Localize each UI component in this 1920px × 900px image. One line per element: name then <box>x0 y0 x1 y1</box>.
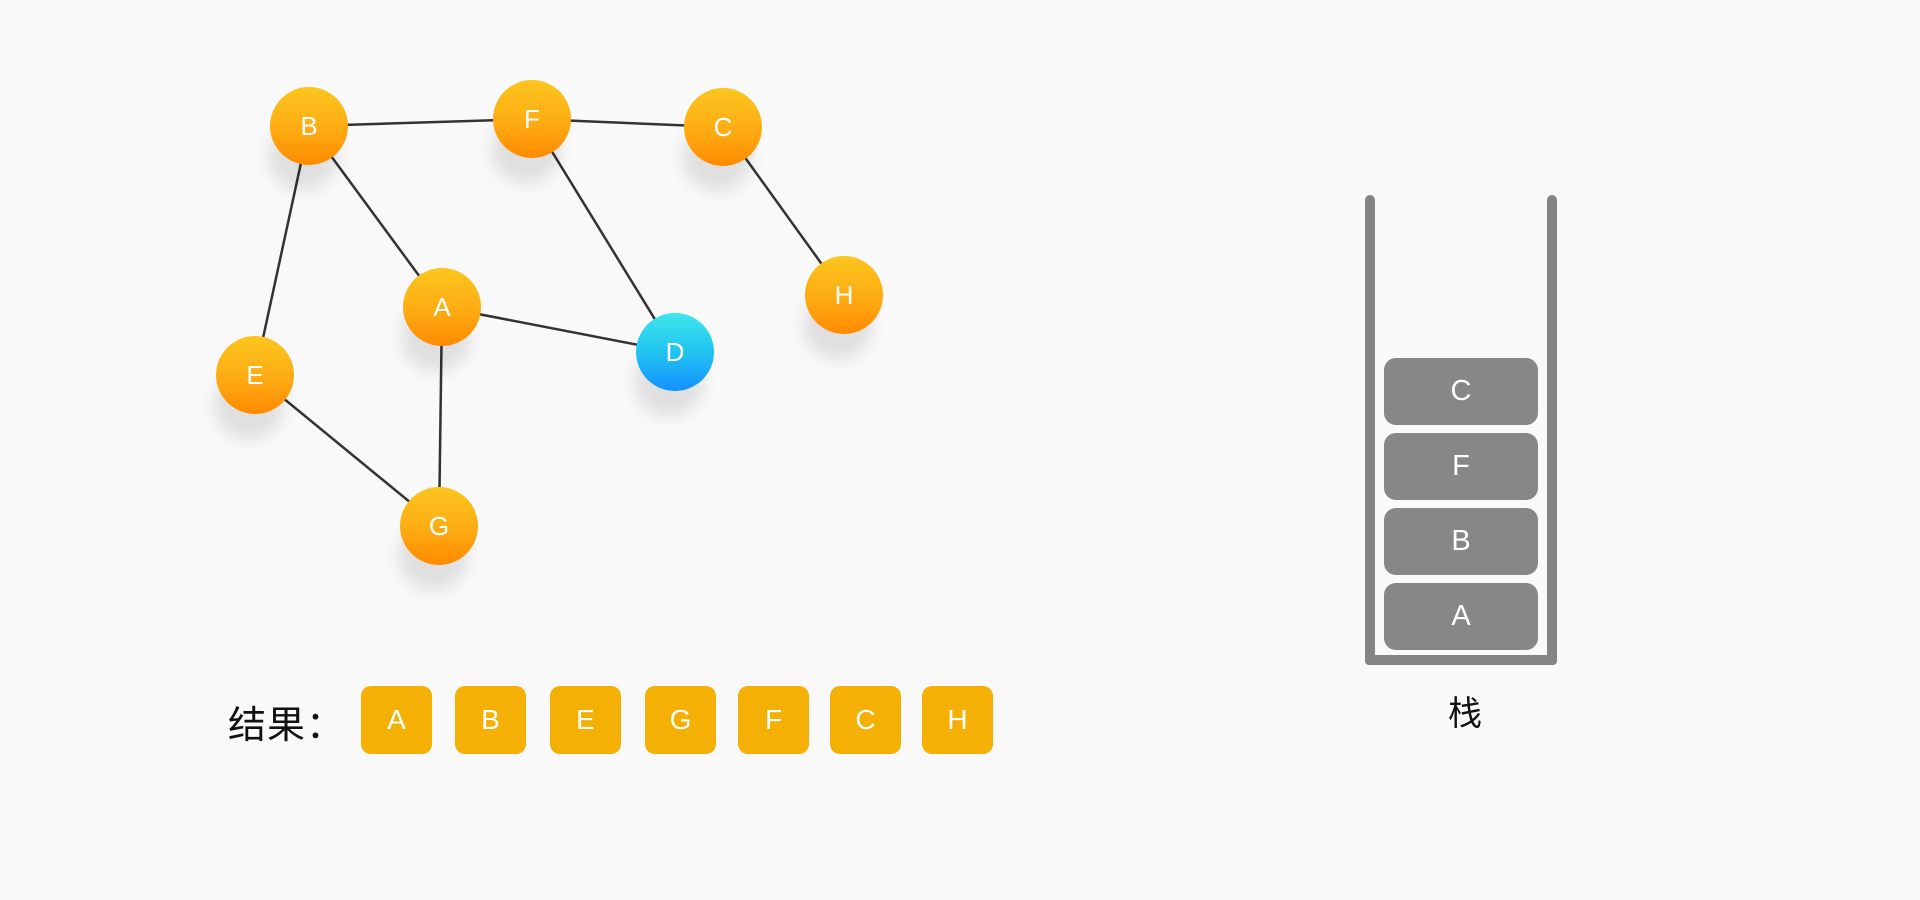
node-E: E <box>216 336 294 414</box>
node-label: F <box>524 103 540 134</box>
stack-caption: 栈 <box>1448 694 1482 734</box>
node-F: F <box>493 80 571 158</box>
result-item: F <box>738 686 809 754</box>
node-label: E <box>246 359 264 390</box>
edge-F-D <box>530 118 677 353</box>
node-label: B <box>300 110 318 141</box>
edge-B-E <box>253 125 311 376</box>
node-label: C <box>713 111 733 142</box>
node-G: G <box>400 487 478 565</box>
node-D: D <box>636 313 714 391</box>
stack-item: B <box>1384 508 1538 575</box>
result-label: 结果： <box>228 703 346 747</box>
stack-wall-left <box>1365 195 1375 665</box>
node-label: D <box>665 336 685 367</box>
node-label: A <box>433 291 451 322</box>
result-item: C <box>830 686 901 754</box>
result-item: G <box>645 686 716 754</box>
node-B: B <box>270 87 348 165</box>
stack-item: A <box>1384 583 1538 650</box>
result-item: H <box>922 686 993 754</box>
stack-floor <box>1365 655 1557 665</box>
result-item: A <box>361 686 432 754</box>
stack-item: C <box>1384 358 1538 425</box>
node-label: H <box>834 279 854 310</box>
result-item: B <box>455 686 526 754</box>
stack-item: F <box>1384 433 1538 500</box>
stack-wall-right <box>1547 195 1557 665</box>
node-label: G <box>428 510 450 541</box>
result-item: E <box>550 686 621 754</box>
node-H: H <box>805 256 883 334</box>
node-A: A <box>403 268 481 346</box>
node-C: C <box>684 88 762 166</box>
